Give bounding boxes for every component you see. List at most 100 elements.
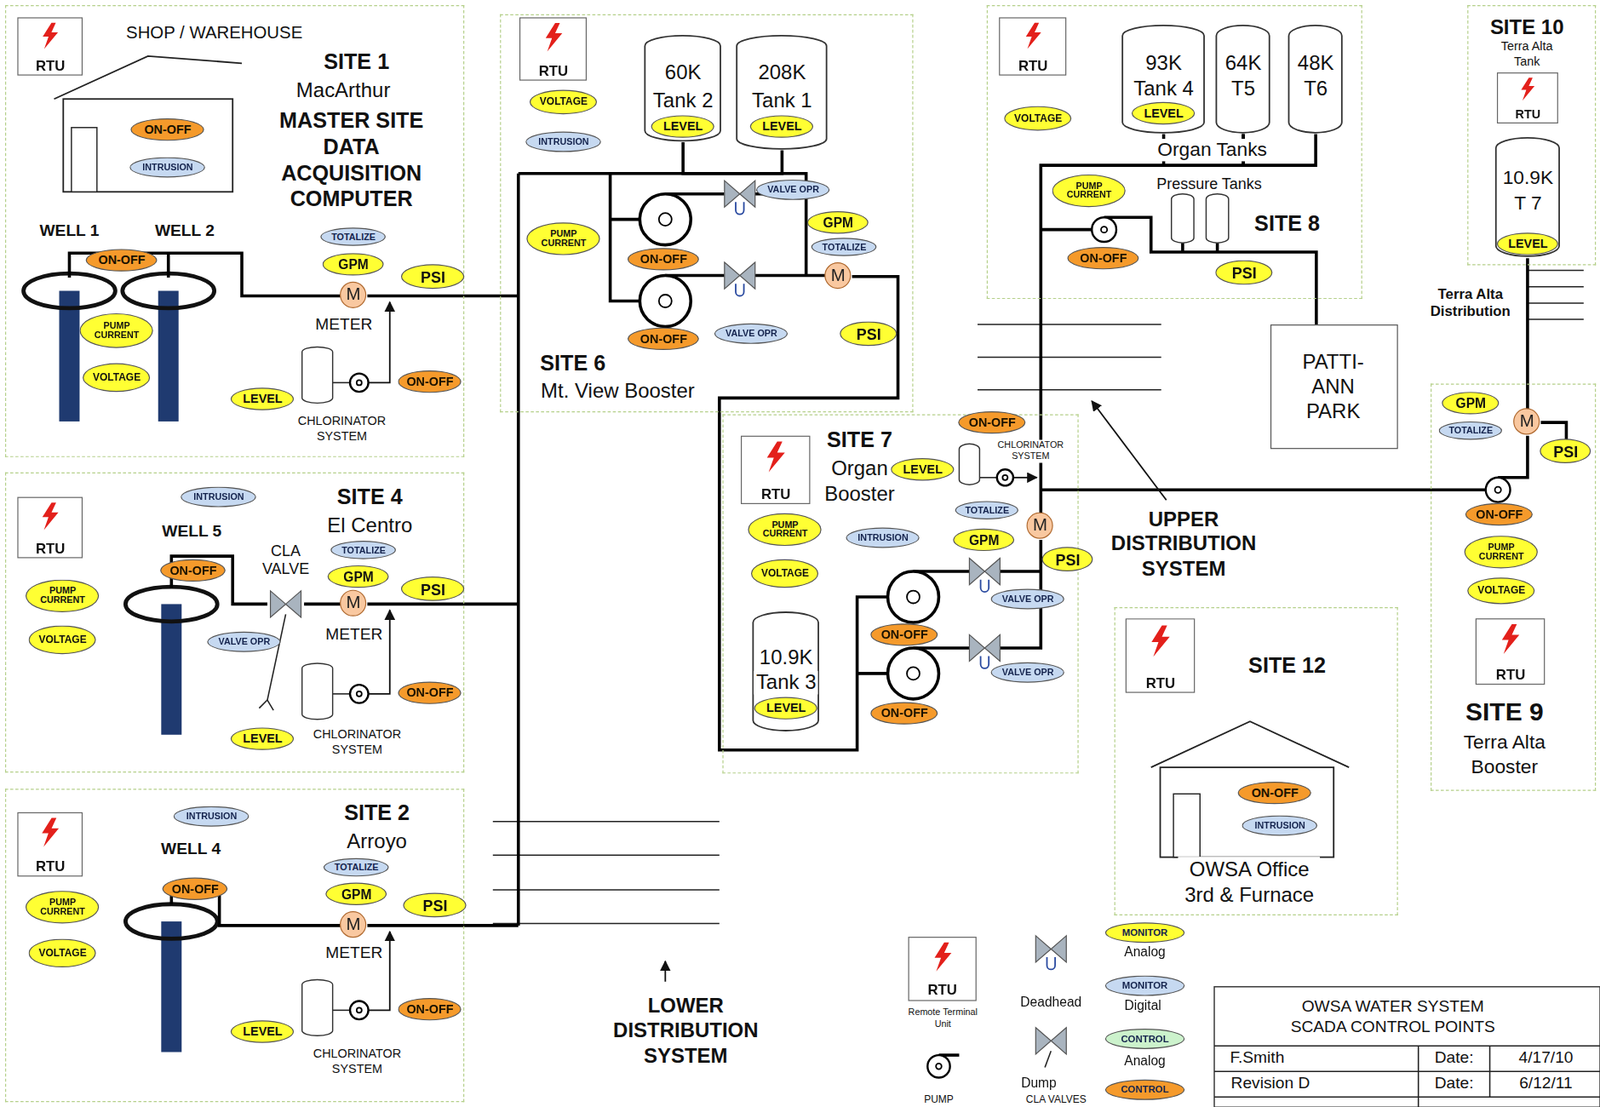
signal-name: INTRUSION [193, 492, 244, 502]
digital-control-badge: ON-OFF [1465, 503, 1533, 526]
digital-control-badge: ON-OFF [1067, 246, 1140, 270]
signal-name: ON-OFF [143, 123, 191, 137]
pump-rotor [659, 294, 672, 308]
storage-tank: 64KT5 [1215, 24, 1272, 134]
pump-rotor [356, 1007, 362, 1013]
tank-label: 10.9K [1500, 166, 1555, 190]
pipe [610, 173, 641, 302]
signal-name: LEVEL [1143, 107, 1183, 121]
drawing-label: SHOP / WAREHOUSE [124, 22, 305, 43]
pump-symbol [997, 469, 1014, 486]
drawing-label: CLA VALVE [258, 541, 314, 580]
meter-letter: M [831, 266, 846, 285]
storage-tank: 60KTank 2LEVEL [644, 34, 723, 143]
valve-symbol [969, 634, 1000, 661]
rtu-label: RTU [1496, 666, 1526, 683]
pump-symbol [888, 648, 940, 700]
rtu-label: RTU [35, 859, 65, 875]
signal-name: INTRUSION [538, 137, 589, 147]
pipe [1525, 258, 1530, 409]
analog-monitor-badge: GPM [322, 253, 385, 276]
storage-tank: 208KTank 1LEVEL [735, 34, 828, 150]
digital-control-badge: ON-OFF [871, 702, 939, 725]
valve-symbol [969, 557, 1000, 585]
park-box: PATTI- ANN PARK [1270, 324, 1399, 449]
site-title: SITE 2 [342, 801, 413, 826]
site-title: SITE 10 [1487, 16, 1566, 41]
thin-line [1527, 286, 1584, 288]
digital-monitor-badge: TOTALIZE [811, 238, 878, 258]
site-region: SITE 9Terra Alta BoosterGPMMTOTALIZEPSIO… [1430, 384, 1596, 792]
drawing-label: WELL 4 [159, 839, 224, 859]
analog-monitor-badge: PSI [840, 321, 898, 347]
site-title: Arroyo [344, 830, 409, 855]
digital-monitor-badge: TOTALIZE [321, 228, 387, 247]
site-title: Organ Booster [816, 456, 903, 506]
analog-monitor-badge: LEVEL [230, 728, 294, 751]
pump-rotor [1495, 487, 1502, 494]
drawing-label: Pressure Tanks [1154, 174, 1264, 193]
thin-line [267, 699, 274, 711]
analog-monitor-badge: PSI [401, 577, 465, 603]
pipe [755, 274, 826, 278]
signal-name: GPM [969, 533, 1000, 547]
signal-name: ON-OFF [1251, 786, 1299, 800]
analog-monitor-badge: LEVEL [891, 458, 955, 482]
pipe [610, 217, 641, 222]
signal-name: LEVEL [242, 1025, 282, 1038]
digital-monitor-badge: INTRUSION [130, 157, 207, 178]
digital-monitor-badge: TOTALIZE [1439, 421, 1503, 441]
drawing-label: LOWER DISTRIBUTION SYSTEM [602, 992, 770, 1068]
meter-letter: M [1519, 412, 1535, 431]
building-door [71, 127, 98, 192]
building-wall [1160, 767, 1335, 857]
rtu-label: RTU [539, 63, 568, 79]
lightning-icon [34, 501, 67, 533]
thin-line [1214, 1095, 1600, 1098]
thin-line [1527, 269, 1584, 272]
thin-line [1527, 318, 1584, 321]
feed-arrow [1013, 476, 1038, 479]
analog-monitor-badge: PUMP CURRENT [1464, 536, 1538, 569]
digital-control-badge: ON-OFF [162, 877, 229, 901]
digital-monitor-badge: INTRUSION [1242, 815, 1319, 837]
pump-rotor [356, 691, 362, 697]
lightning-icon [758, 440, 794, 475]
signal-name: PUMP CURRENT [533, 229, 594, 250]
signal-name: ON-OFF [969, 416, 1016, 430]
digital-control-badge: ON-OFF [398, 370, 462, 393]
thin-line [1527, 302, 1584, 304]
analog-monitor-badge: GPM [953, 528, 1016, 551]
signal-name: VOLTAGE [1014, 113, 1062, 125]
digital-control-badge: ON-OFF [86, 249, 158, 272]
well-casing [59, 291, 81, 422]
site-title: SITE 4 [334, 485, 405, 511]
site-title: SITE 8 [1252, 211, 1323, 236]
digital-control-badge: ON-OFF [627, 327, 700, 350]
signal-name: ON-OFF [406, 1003, 454, 1016]
tank-label: 48K [1295, 51, 1336, 76]
signal-name: ON-OFF [172, 883, 219, 896]
legend-swatch: CONTROL [1105, 1079, 1185, 1101]
signal-name: ON-OFF [169, 564, 217, 578]
signal-name: LEVEL [903, 463, 943, 476]
small-tank [302, 663, 333, 720]
digital-control-badge: ON-OFF [398, 997, 462, 1021]
valve-symbol [724, 262, 756, 289]
well-head [23, 273, 116, 309]
signal-name: ON-OFF [406, 687, 454, 700]
tank-label: 60K [662, 61, 703, 86]
site-title: SITE 1 [321, 50, 392, 75]
signal-name: INTRUSION [857, 533, 908, 543]
valve-symbol [1035, 1027, 1067, 1055]
drawing-label: 6/12/11 [1517, 1074, 1575, 1094]
small-tank [302, 979, 333, 1036]
digital-monitor-badge: TOTALIZE [323, 858, 390, 878]
digital-monitor-badge: INTRUSION [846, 527, 920, 549]
rtu-label: RTU [35, 540, 65, 557]
pump-rotor [1101, 226, 1107, 233]
thin-line [1489, 1045, 1492, 1097]
signal-name: TOTALIZE [341, 545, 386, 556]
legend-text: CONTROL [1120, 1033, 1169, 1044]
feed-arrow [368, 610, 390, 694]
